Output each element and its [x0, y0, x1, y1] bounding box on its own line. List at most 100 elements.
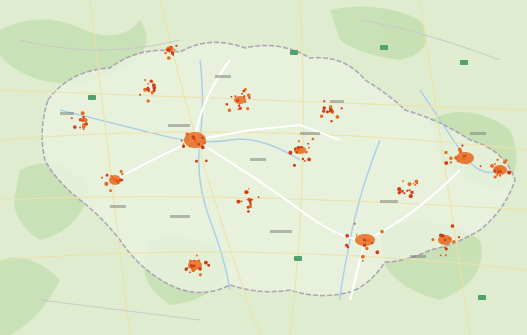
data-point: [353, 222, 356, 225]
data-point: [244, 190, 249, 195]
data-point: [247, 198, 250, 200]
data-point: [202, 141, 207, 145]
data-point: [499, 174, 501, 177]
data-point: [298, 149, 301, 152]
data-point: [246, 107, 250, 111]
data-point: [304, 150, 308, 154]
data-point: [329, 108, 333, 112]
data-point: [414, 179, 419, 184]
data-point: [119, 169, 123, 173]
data-point: [503, 160, 507, 164]
data-point: [444, 247, 448, 251]
data-point: [449, 161, 453, 164]
data-point: [443, 246, 446, 249]
data-point: [493, 163, 496, 165]
data-point: [143, 88, 147, 92]
data-point: [490, 164, 494, 168]
data-point: [243, 95, 246, 98]
data-point: [247, 210, 250, 213]
data-point: [301, 157, 305, 161]
data-point: [70, 117, 73, 120]
data-point: [169, 47, 174, 51]
data-point: [414, 184, 417, 186]
data-point: [444, 254, 447, 257]
data-point: [408, 194, 413, 199]
data-point: [293, 147, 297, 150]
data-point: [227, 108, 232, 113]
data-point: [84, 122, 88, 126]
data-point: [366, 238, 370, 243]
data-point: [82, 117, 87, 122]
data-point: [111, 177, 115, 181]
data-point: [308, 146, 310, 149]
data-point: [456, 159, 460, 163]
data-point: [79, 118, 81, 121]
data-point: [504, 159, 508, 162]
data-point: [105, 173, 109, 177]
data-point: [79, 126, 81, 129]
data-point: [175, 44, 178, 47]
data-point: [496, 174, 498, 177]
data-point: [184, 267, 188, 271]
data-point: [444, 161, 449, 165]
data-point: [182, 143, 185, 146]
data-point: [440, 241, 444, 244]
data-point: [257, 196, 260, 199]
data-point: [197, 259, 201, 263]
data-point: [225, 103, 229, 106]
data-point: [441, 234, 445, 238]
data-point: [288, 150, 293, 155]
data-point: [197, 142, 200, 146]
data-point: [300, 146, 303, 149]
data-point: [397, 191, 401, 195]
data-point: [205, 159, 208, 163]
data-point: [207, 263, 211, 267]
data-point: [458, 149, 463, 154]
road-shields: [88, 45, 486, 300]
city-cluster: [234, 96, 246, 104]
data-point: [248, 96, 251, 99]
data-point: [447, 236, 452, 241]
data-point: [191, 266, 193, 269]
data-point: [402, 180, 404, 183]
data-point: [248, 188, 250, 190]
data-point: [236, 199, 241, 204]
data-point: [121, 172, 124, 176]
data-point: [292, 163, 296, 167]
data-point: [251, 198, 254, 201]
data-point: [110, 175, 113, 178]
data-point: [230, 95, 233, 98]
data-point: [457, 236, 461, 239]
data-point: [362, 243, 367, 247]
data-point: [410, 190, 414, 194]
data-point: [146, 86, 150, 90]
data-point: [345, 243, 348, 247]
data-point: [335, 115, 340, 119]
data-point: [101, 176, 103, 179]
data-point: [82, 115, 85, 119]
data-point: [500, 169, 503, 172]
data-point: [406, 189, 409, 192]
data-point: [449, 156, 453, 160]
data-point: [193, 139, 198, 144]
data-point: [198, 267, 202, 271]
data-point: [407, 182, 412, 187]
data-point: [147, 82, 150, 85]
data-point: [296, 146, 301, 150]
data-point: [185, 132, 189, 136]
data-point: [443, 238, 447, 242]
road-shield: [290, 50, 298, 55]
data-point: [173, 48, 176, 51]
data-point: [311, 137, 315, 141]
data-point: [234, 95, 237, 97]
data-point: [139, 93, 141, 96]
data-point: [193, 259, 196, 262]
data-point: [507, 170, 512, 175]
data-point: [454, 156, 458, 160]
data-point: [242, 89, 246, 93]
data-point: [180, 139, 183, 142]
data-point: [331, 111, 335, 114]
data-point: [152, 86, 157, 90]
